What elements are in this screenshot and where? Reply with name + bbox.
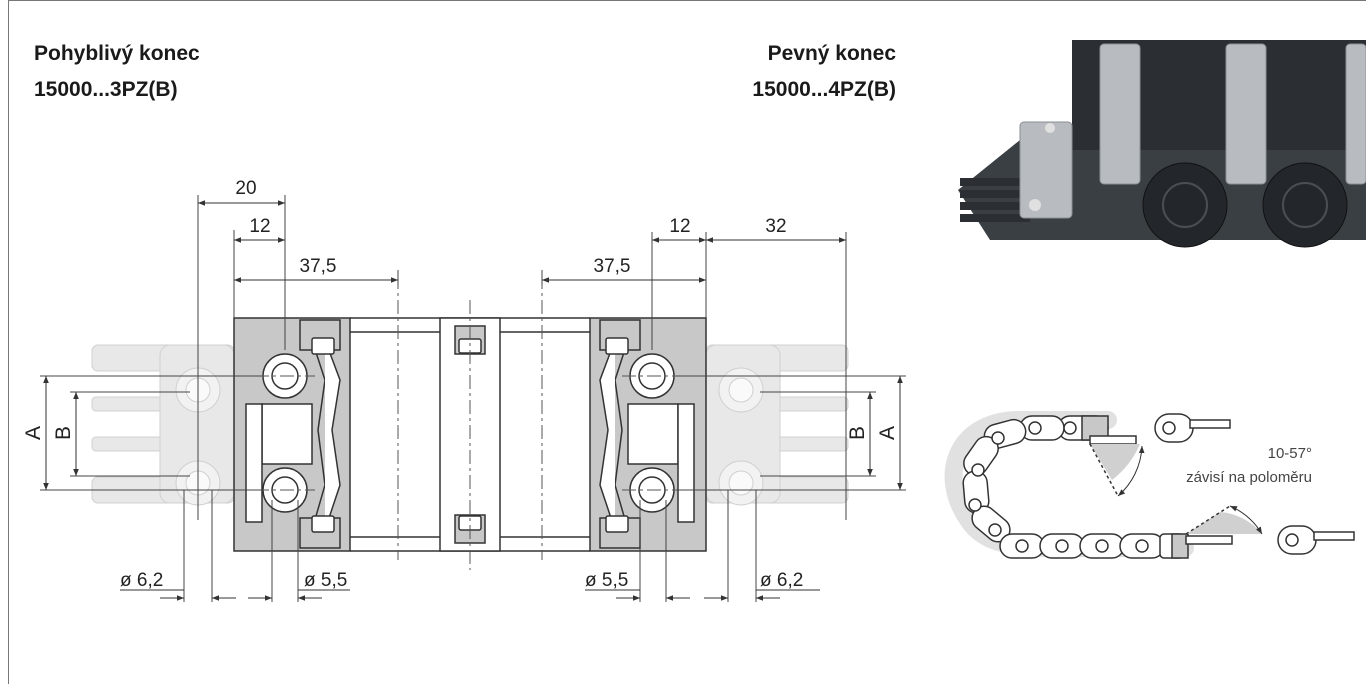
dim-label-a-left: A <box>22 426 45 440</box>
dim-label-b-left: B <box>52 426 75 440</box>
drawing-frame <box>8 0 1366 684</box>
dia-6-2-moving: ø 6,2 <box>120 570 163 591</box>
dim-20-moving: 20 <box>235 178 256 199</box>
dia-5-5-fixed: ø 5,5 <box>585 570 628 591</box>
angle-note-label: závisí na poloměru <box>1186 469 1312 486</box>
moving-end-bracket <box>233 317 351 552</box>
dia-6-2-fixed: ø 6,2 <box>760 570 803 591</box>
dim-label-a-right: A <box>876 426 899 440</box>
angle-range-label: 10-57° <box>1268 445 1312 462</box>
center-lines <box>255 275 682 570</box>
dim-12-fixed: 12 <box>669 216 690 237</box>
ghost-link-right <box>705 344 849 506</box>
chain-bend-schematic <box>944 411 1355 559</box>
dim-37-5-fixed: 37,5 <box>594 256 631 277</box>
dia-5-5-moving: ø 5,5 <box>304 570 347 591</box>
dimension-lines <box>43 200 903 601</box>
product-photo <box>938 28 1366 268</box>
moving-end-title: Pohyblivý konec <box>34 42 200 65</box>
dim-32-fixed: 32 <box>765 216 786 237</box>
ghost-link-left <box>91 344 235 506</box>
extension-lines <box>40 195 906 602</box>
fixed-end-bracket <box>589 317 707 552</box>
fixed-end-title-block: Pevný konec 15000...4PZ(B) <box>752 36 896 108</box>
dim-label-b-right: B <box>846 426 869 440</box>
moving-end-part-number: 15000...3PZ(B) <box>34 78 178 101</box>
dim-37-5-moving: 37,5 <box>300 256 337 277</box>
moving-end-title-block: Pohyblivý konec 15000...3PZ(B) <box>34 36 200 108</box>
dim-12-moving: 12 <box>249 216 270 237</box>
fixed-end-part-number: 15000...4PZ(B) <box>752 78 896 101</box>
fixed-end-title: Pevný konec <box>767 42 896 65</box>
